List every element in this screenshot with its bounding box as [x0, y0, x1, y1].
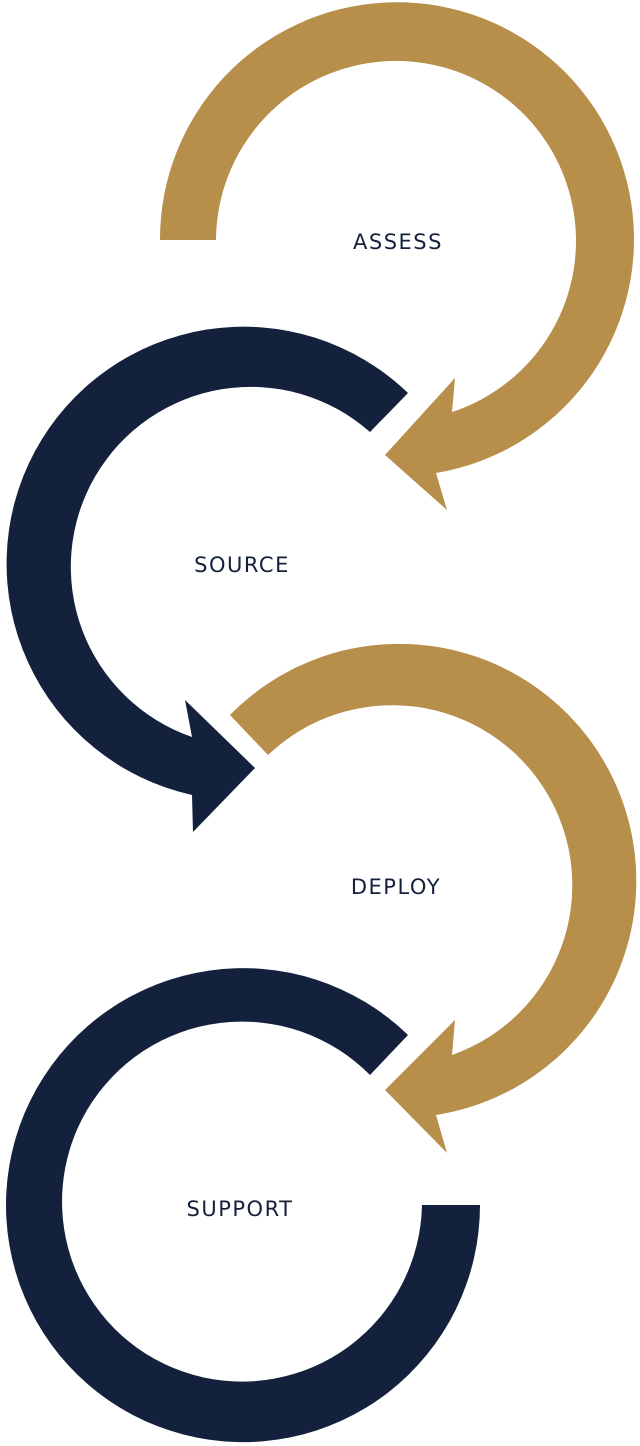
step-source: SOURCE [6, 326, 408, 832]
deploy-arc-icon [230, 643, 637, 1153]
source-arc-icon [6, 326, 408, 832]
source-label: SOURCE [194, 553, 290, 577]
step-deploy: DEPLOY [230, 643, 637, 1153]
assess-label: ASSESS [353, 230, 443, 254]
step-assess: ASSESS [159, 2, 634, 511]
support-label: SUPPORT [187, 1197, 294, 1221]
assess-arc-icon [159, 2, 634, 511]
step-support: SUPPORT [6, 968, 481, 1443]
deploy-label: DEPLOY [351, 875, 441, 899]
